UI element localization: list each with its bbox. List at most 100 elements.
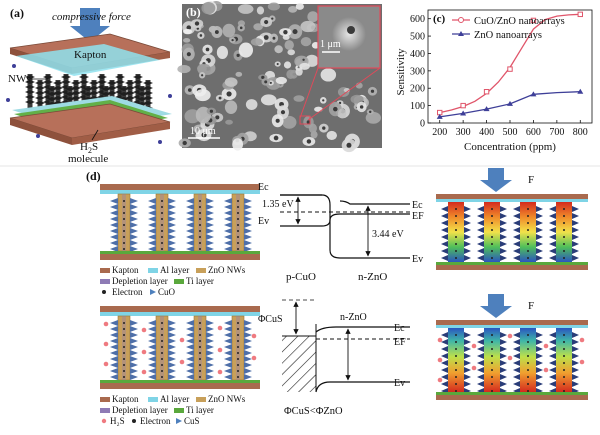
cuo-particle <box>206 374 214 380</box>
cuo-particle <box>464 220 471 226</box>
sem-nanorod <box>314 106 323 112</box>
cuo-branch <box>143 81 153 85</box>
cuo-particle <box>148 320 156 326</box>
legend-swatch-al <box>148 268 158 273</box>
cuo-branch <box>53 81 63 85</box>
ef-right-label: EF <box>412 211 424 222</box>
sem-nanorod-core <box>186 25 192 30</box>
sem-nanorod <box>275 76 287 85</box>
y-tick-label: 300 <box>410 66 425 77</box>
cuo-particle <box>224 210 232 216</box>
piezo-nanowire <box>484 202 500 262</box>
sem-inset-pore <box>347 26 355 34</box>
cuo-particle <box>130 210 138 216</box>
electron <box>455 208 457 210</box>
series-point <box>483 89 490 95</box>
sem-nanorod <box>288 6 298 13</box>
cuo-particle <box>441 241 448 247</box>
electron <box>455 215 457 217</box>
cuo-particle <box>148 338 156 344</box>
electron <box>491 383 493 385</box>
cuo-branch <box>115 75 125 79</box>
cuo-particle <box>244 368 252 374</box>
cuo-branch <box>35 101 45 105</box>
cuo-particle <box>477 220 484 226</box>
cuo-particle <box>244 320 252 326</box>
y-tick-label: 200 <box>410 84 425 95</box>
strained-device-h2s: F <box>436 294 588 400</box>
electron <box>563 257 565 259</box>
cuo-branch <box>79 75 89 79</box>
sem-nanorod-core <box>199 34 203 37</box>
electron <box>455 376 457 378</box>
electron <box>237 206 239 208</box>
sem-nanorod <box>305 54 319 67</box>
cuo-particle <box>148 234 156 240</box>
sem-inset-pointer <box>299 67 319 119</box>
cuo-branch <box>25 95 35 99</box>
chart-ylabel: Sensitivity <box>395 48 407 96</box>
electron <box>455 348 457 350</box>
cuo-particle <box>148 326 156 332</box>
cuo-branch <box>25 90 35 94</box>
electron <box>161 236 163 238</box>
cuo-particle <box>168 216 176 222</box>
electron <box>455 236 457 238</box>
cuo-particle <box>500 346 507 352</box>
sem-nanorod-core <box>280 110 286 115</box>
cuo-particle <box>110 350 118 356</box>
cuo-particle <box>168 246 176 252</box>
sem-nanorod-core <box>196 27 200 30</box>
cuo-particle <box>224 332 232 338</box>
series-point <box>460 110 467 116</box>
electron <box>563 208 565 210</box>
cuo-particle <box>572 339 579 345</box>
cuo-particle <box>130 356 138 362</box>
sem-nanorod <box>245 99 258 110</box>
legend-depletion: Depletion layer <box>112 276 168 286</box>
h2s-molecule <box>141 327 147 333</box>
sem-nanorod-core <box>322 99 325 102</box>
cuo-particle <box>549 213 556 219</box>
legend-cuo: CuO <box>158 287 176 297</box>
electron <box>161 248 163 250</box>
electron <box>123 224 125 226</box>
cuo-particle <box>148 240 156 246</box>
electron <box>491 257 493 259</box>
series-point <box>507 100 513 106</box>
cuo-particle <box>148 222 156 228</box>
electron <box>123 364 125 366</box>
x-tick-label: 200 <box>432 127 447 138</box>
legend-electron: Electron <box>140 416 171 426</box>
work-function-relation: ΦCuS<ΦZnO <box>284 406 343 417</box>
legend-ti: Ti layer <box>186 405 214 415</box>
cuo-branch <box>101 87 111 91</box>
cuo-particle <box>513 332 520 338</box>
cuo-branch <box>61 75 71 79</box>
h2s-molecule <box>141 369 147 375</box>
electron <box>237 212 239 214</box>
p-cuo-label: p-CuO <box>286 271 316 283</box>
cuo-particle <box>168 356 176 362</box>
kapton-top <box>100 184 260 190</box>
cuo-particle <box>168 198 176 204</box>
cuo-particle <box>464 360 471 366</box>
electron <box>199 334 201 336</box>
electron <box>123 340 125 342</box>
sem-nanorod-core <box>269 81 272 85</box>
electron <box>199 346 201 348</box>
piezo-nanowire <box>556 202 572 262</box>
cuo-particle <box>549 339 556 345</box>
chart-series <box>436 11 584 119</box>
electron <box>199 376 201 378</box>
cuo-particle <box>513 255 520 261</box>
depletion-layer <box>122 194 126 251</box>
series-point <box>530 17 537 24</box>
cuo-branch <box>35 96 45 100</box>
electron <box>491 215 493 217</box>
nws-label: NWs <box>8 73 31 85</box>
cuo-particle <box>244 326 252 332</box>
cuo-particle <box>441 213 448 219</box>
cuo-branch <box>35 86 45 90</box>
sem-nanorod-core <box>273 135 279 141</box>
